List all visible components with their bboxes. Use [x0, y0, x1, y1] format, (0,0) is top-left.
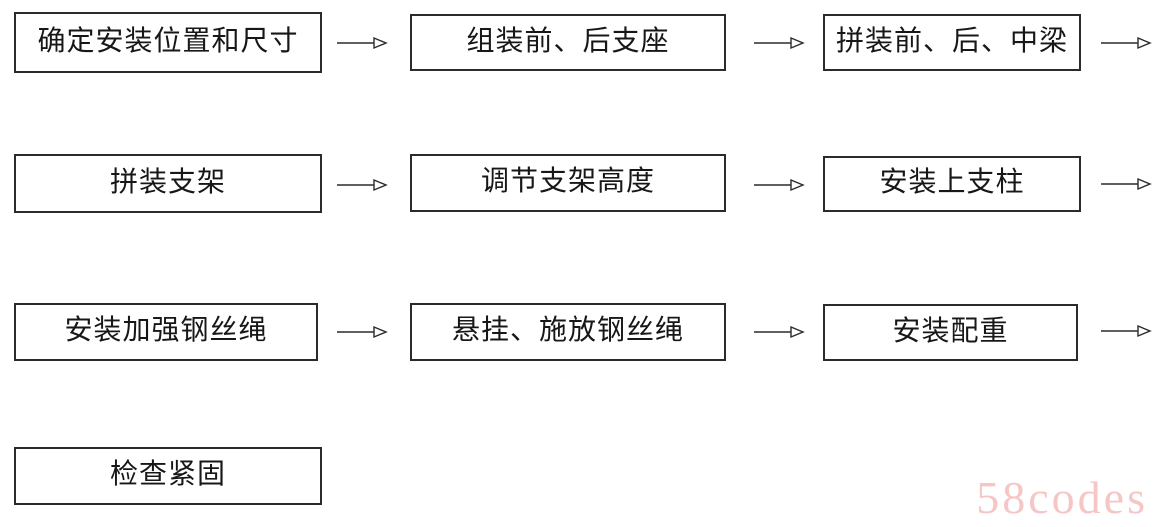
- flow-step-label-7: 安装加强钢丝绳: [64, 315, 268, 346]
- flow-step-label-6: 安装上支柱: [879, 167, 1025, 198]
- flow-step-box-8: 悬挂、施放钢丝绳: [410, 303, 726, 361]
- flow-step-box-6: 安装上支柱: [823, 156, 1081, 212]
- flow-arrow-icon: [1101, 324, 1152, 338]
- flow-arrow-icon: [337, 325, 388, 339]
- flow-step-box-7: 安装加强钢丝绳: [14, 303, 318, 361]
- flow-step-box-9: 安装配重: [823, 304, 1078, 361]
- flow-step-label-9: 安装配重: [892, 315, 1009, 347]
- flow-arrow-icon: [754, 325, 805, 339]
- flow-step-box-4: 拼装支架: [14, 154, 322, 213]
- flow-step-box-1: 确定安装位置和尺寸: [14, 12, 322, 73]
- flow-step-label-8: 悬挂、施放钢丝绳: [451, 315, 684, 346]
- flow-arrow-icon: [754, 36, 805, 50]
- flow-step-label-1: 确定安装位置和尺寸: [37, 25, 299, 57]
- flow-step-label-5: 调节支架高度: [480, 166, 655, 197]
- flow-step-box-10: 检查紧固: [14, 447, 322, 505]
- flow-step-box-3: 拼装前、后、中梁: [823, 14, 1081, 71]
- flow-step-box-5: 调节支架高度: [410, 154, 726, 212]
- flow-arrow-icon: [337, 178, 388, 192]
- flow-step-label-2: 组装前、后支座: [466, 25, 670, 57]
- flow-step-box-2: 组装前、后支座: [410, 14, 726, 71]
- flow-step-label-10: 检查紧固: [109, 459, 226, 490]
- flow-arrow-icon: [1101, 36, 1152, 50]
- watermark: 58codes: [976, 472, 1148, 523]
- flow-step-label-4: 拼装支架: [109, 166, 226, 198]
- flow-arrow-icon: [1101, 177, 1152, 191]
- flow-arrow-icon: [337, 36, 388, 50]
- flow-step-label-3: 拼装前、后、中梁: [835, 25, 1068, 57]
- flow-arrow-icon: [754, 178, 805, 192]
